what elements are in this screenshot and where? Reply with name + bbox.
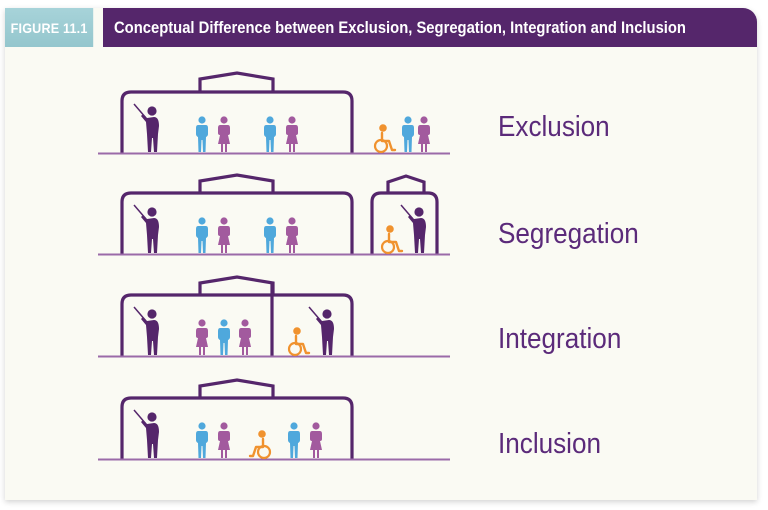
teacher-icon — [133, 409, 160, 459]
separate-building — [370, 191, 439, 254]
row-exclusion-illustration — [98, 71, 450, 155]
figure-header: FIGURE 11.1 Conceptual Difference betwee… — [5, 8, 757, 47]
label-segregation: Segregation — [498, 218, 639, 250]
girl-icon — [286, 116, 298, 152]
boy-icon — [264, 217, 276, 253]
row-segregation-illustration — [98, 173, 450, 256]
girl-icon — [218, 116, 230, 152]
figure-number-label: FIGURE 11.1 — [5, 8, 94, 47]
wheelchair-user-icon — [373, 122, 397, 154]
label-exclusion: Exclusion — [498, 111, 610, 143]
separate-building-roof — [386, 174, 426, 193]
boy-icon — [402, 116, 414, 152]
classroom-building — [120, 293, 354, 356]
classroom-building — [120, 396, 354, 459]
row-integration-illustration — [98, 275, 450, 358]
girl-icon — [418, 116, 430, 152]
boy-icon — [264, 116, 276, 152]
teacher-icon — [133, 103, 160, 153]
boy-icon — [196, 217, 208, 253]
wheelchair-user-icon — [248, 429, 272, 460]
girl-icon — [239, 319, 251, 355]
classroom-building — [120, 191, 354, 254]
wheelchair-user-icon — [287, 326, 311, 357]
teacher-icon — [308, 306, 335, 356]
figure-title: Conceptual Difference between Exclusion,… — [103, 8, 757, 47]
label-integration: Integration — [498, 323, 622, 355]
girl-icon — [218, 422, 230, 458]
label-inclusion: Inclusion — [498, 428, 602, 460]
building-roof — [198, 173, 275, 193]
boy-icon — [288, 422, 300, 458]
girl-icon — [196, 319, 208, 355]
figure-title-text: Conceptual Difference between Exclusion,… — [114, 17, 686, 37]
wheelchair-user-icon — [380, 223, 404, 255]
girl-icon — [218, 217, 230, 253]
row-inclusion-illustration — [98, 378, 450, 461]
building-roof — [198, 378, 275, 398]
teacher-icon — [133, 204, 160, 254]
boy-icon — [218, 319, 230, 355]
building-roof — [198, 71, 275, 92]
teacher-icon — [133, 306, 160, 356]
boy-icon — [196, 422, 208, 458]
girl-icon — [310, 422, 322, 458]
classroom-building — [120, 90, 354, 153]
teacher-icon — [400, 204, 427, 254]
girl-icon — [286, 217, 298, 253]
building-roof — [198, 275, 275, 295]
boy-icon — [196, 116, 208, 152]
